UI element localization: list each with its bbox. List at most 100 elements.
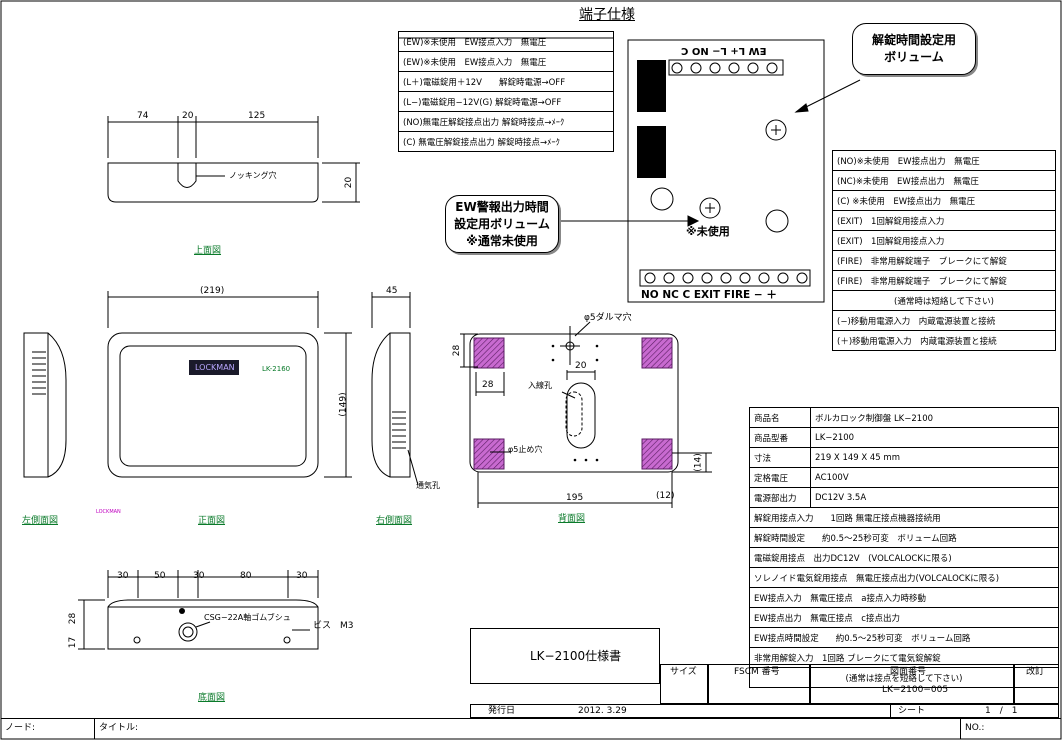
- front-view: [107, 291, 352, 478]
- footer-divider-1: [94, 718, 95, 739]
- dim-label: ノッキング穴: [229, 171, 277, 180]
- tiny-logo: LOCKMAN: [96, 509, 121, 515]
- pcb-relay-2: [637, 126, 666, 178]
- dim-label: 30: [117, 571, 129, 581]
- table-row: (C) 無電圧解錠接点出力 解錠時接点→ﾒｰｸ: [398, 131, 614, 152]
- table-row: (＋)移動用電源入力 内蔵電源装置と接続: [832, 330, 1056, 351]
- table-row: (EW)※未使用 EW接点入力 無電圧: [398, 51, 614, 72]
- front-logo: LOCKMAN: [195, 363, 235, 372]
- view-label-rear: 背面図: [558, 514, 586, 524]
- table-row: 商品名ボルカロック制御盤 LK−2100: [749, 407, 1059, 428]
- drawing-no-cell: [810, 664, 1014, 704]
- dim-label: 125: [248, 111, 266, 121]
- view-label-right: 右側面図: [376, 516, 413, 526]
- rear-holes: [551, 344, 599, 462]
- revision-label: 改訂: [1026, 667, 1045, 677]
- right-side-view: [371, 292, 419, 486]
- table-row: (NO)※未使用 EW接点出力 無電圧: [832, 150, 1056, 171]
- title-label: タイトル:: [99, 723, 139, 733]
- table-row: (通常は接点を短絡して下さい): [749, 667, 1059, 688]
- right-vent: [392, 411, 406, 449]
- pcb-top-terminal-label: EW L+ L− NO C: [681, 45, 767, 56]
- table-row: (NO)無電圧解錠接点出力 解錠時接点→ﾒｰｸ: [398, 111, 614, 132]
- rear-view: [469, 333, 679, 473]
- table-row: (L＋)電磁錠用＋12V 解錠時電源→OFF: [398, 71, 614, 92]
- sheet-value: 1 / 1: [985, 706, 1018, 716]
- table-row: (L−)電磁錠用−12V(G) 解錠時電源→OFF: [398, 91, 614, 112]
- fscm-cell: [708, 664, 810, 704]
- dim-label: (219): [200, 286, 225, 296]
- doc-title-cell: [470, 628, 660, 684]
- footer-divider-2: [960, 718, 961, 739]
- dim-label: 通気孔: [416, 481, 440, 490]
- dim-label: 74: [137, 111, 149, 121]
- top-view: [107, 116, 360, 203]
- dim-label: ビス M3: [313, 621, 354, 631]
- table-row: EW接点出力 無電圧接点 c接点出力: [749, 607, 1059, 628]
- drawing-no-label: 図面番号: [890, 667, 927, 677]
- table-row: 電磁錠用接点 出力DC12V (VOLCALOCKに限る): [749, 547, 1059, 568]
- size-label: サイズ: [670, 667, 697, 677]
- dim-label: 20: [182, 111, 194, 121]
- issue-date: 2012. 3.29: [578, 706, 627, 716]
- dim-label: CSG−22A軸ゴムブシュ: [204, 613, 291, 622]
- sheet-label: シート: [898, 706, 926, 716]
- dim-label: 28: [68, 612, 79, 625]
- table-row: (通常時は短絡して下さい): [832, 290, 1056, 311]
- dim-label: 80: [240, 571, 252, 581]
- rear-mount-pad-br: [641, 438, 673, 470]
- rear-mount-pad-tl: [473, 337, 505, 369]
- pcb-top-screws: [671, 62, 778, 74]
- terminal-table-top: (EW)※未使用 EW接点入力 無電圧 (EW)※未使用 EW接点入力 無電圧 …: [398, 31, 614, 152]
- table-row: (NC)※未使用 EW接点出力 無電圧: [832, 170, 1056, 191]
- table-row: 解錠時間設定 約0.5〜25秒可変 ボリューム回路: [749, 527, 1059, 548]
- dim-label: 195: [566, 493, 584, 503]
- table-row: (C) ※未使用 EW接点出力 無電圧: [832, 190, 1056, 211]
- title-block: LK−2100仕様書 サイズ FSCM 番号 図面番号 LK−2100−005 …: [470, 628, 1059, 718]
- left-side-view: [23, 332, 67, 478]
- table-row: EW接点入力 無電圧接点 a接点入力時移動: [749, 587, 1059, 608]
- pcb-relay-1: [637, 60, 666, 112]
- rear-mount-pad-tr: [641, 337, 673, 369]
- pcb-bottom-screws: [644, 272, 808, 284]
- dim-label: φ5ダルマ穴: [584, 313, 632, 323]
- rear-dims: [460, 321, 712, 508]
- dim-label: (149): [338, 392, 349, 417]
- dim-label: (14): [693, 453, 704, 472]
- dim-label: 30: [193, 571, 205, 581]
- view-label-bottom: 底面図: [198, 693, 226, 703]
- dim-label: 17: [68, 636, 79, 649]
- sheet-divider: [890, 704, 891, 718]
- dim-label: 28: [482, 380, 494, 390]
- issue-row: [470, 704, 1059, 718]
- table-row: (EW)※未使用 EW接点入力 無電圧: [398, 31, 614, 52]
- size-cell: [660, 664, 708, 704]
- drawing-no: LK−2100−005: [882, 685, 949, 695]
- pcb-unused-label: ※未使用: [686, 225, 730, 238]
- revision-cell: [1014, 664, 1059, 704]
- rear-mount-pad-bl: [473, 438, 505, 470]
- table-row: (FIRE) 非常用解錠端子 ブレークにて解錠: [832, 270, 1056, 291]
- dim-label: 45: [386, 286, 398, 296]
- no-label: NO.:: [965, 723, 985, 733]
- view-label-left: 左側面図: [22, 516, 59, 526]
- dim-label: 20: [344, 176, 355, 189]
- bottom-screw-dot: [179, 608, 185, 614]
- ew-volume-callout: EW警報出力時間 設定用ボリューム ※通常未使用: [445, 195, 559, 253]
- table-row: (EXIT) 1回解錠用接点入力: [832, 210, 1056, 231]
- terminal-table-right: (NO)※未使用 EW接点出力 無電圧 (NC)※未使用 EW接点出力 無電圧 …: [832, 150, 1056, 351]
- dim-label: 30: [296, 571, 308, 581]
- bottom-view: [78, 570, 319, 650]
- issue-label: 発行日: [488, 706, 516, 716]
- dim-label: φ5止め穴: [508, 445, 543, 454]
- front-logo-plate: [189, 360, 239, 375]
- page-title: 端子仕様: [579, 7, 635, 23]
- table-row: (EXIT) 1回解錠用接点入力: [832, 230, 1056, 251]
- table-row: ソレノイド電気錠用接点 無電圧接点出力(VOLCALOCKに限る): [749, 567, 1059, 588]
- code-label: ノード:: [5, 723, 36, 733]
